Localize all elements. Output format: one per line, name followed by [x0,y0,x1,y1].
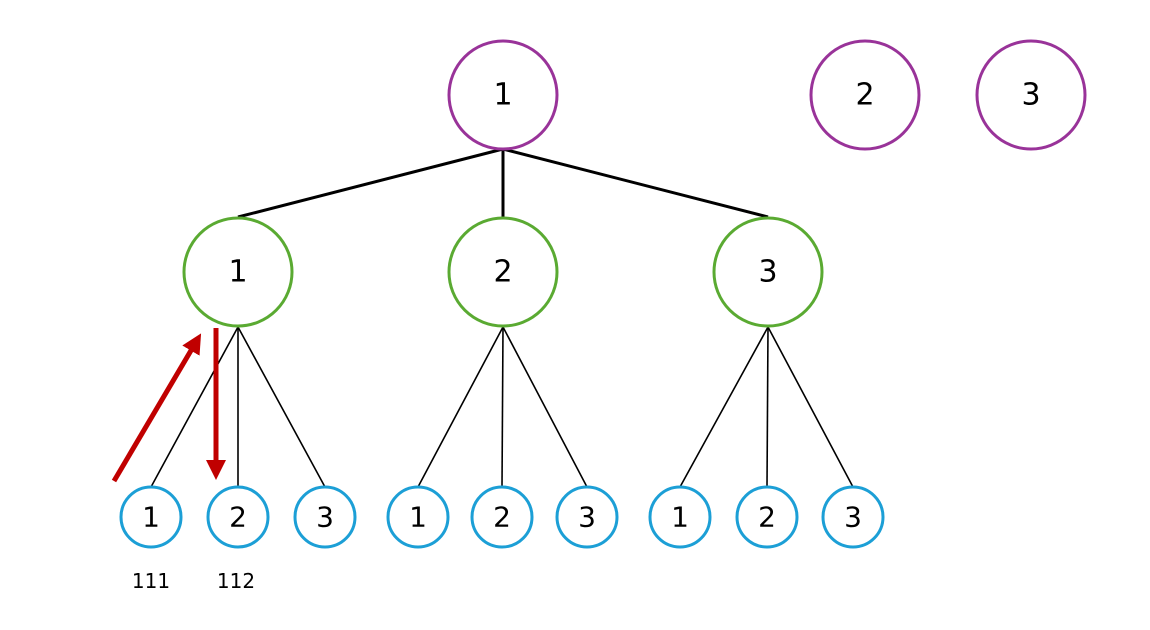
leaf-node-7-label: 1 [671,501,689,534]
mid-node-2: 2 [447,216,559,328]
leaf-node-3-label: 3 [316,501,334,534]
top-node-3-circle [975,39,1087,151]
leaf-node-3-circle [293,485,357,549]
leaf-node-1-label: 1 [142,501,160,534]
mid-node-1-circle [182,216,294,328]
leaf-node-5: 2 [470,485,534,549]
edge-mid2-leaf1 [417,326,504,488]
mid-node-2-circle [447,216,559,328]
leaf-node-2: 2 [206,485,270,549]
mid-level: 1 2 3 [182,216,824,328]
top-node-2-circle [809,39,921,151]
leaf-level: 1 2 3 1 2 3 1 2 [119,485,885,549]
leaf-node-7-circle [648,485,712,549]
leaf-node-9: 3 [821,485,885,549]
mid-node-1: 1 [182,216,294,328]
mid-node-3: 3 [712,216,824,328]
leaf-node-9-circle [821,485,885,549]
leaf-node-9-label: 3 [844,501,862,534]
top-node-2: 2 [809,39,921,151]
leaf-codes: 111 112 [132,569,255,593]
leaf-code-2: 112 [217,569,255,593]
leaf-node-8: 2 [735,485,799,549]
edge-mid1-leaf1 [150,326,239,488]
leaf-node-5-label: 2 [493,501,511,534]
edge-mid2-leaf3 [502,326,588,488]
arrow-up [111,333,202,483]
top-node-2-label: 2 [855,78,874,113]
mid-node-3-label: 3 [758,255,777,290]
edge-mid3-leaf3 [767,326,854,488]
top-node-1-label: 1 [493,78,512,113]
leaf-node-1-circle [119,485,183,549]
mid-node-3-circle [712,216,824,328]
leaf-code-1: 111 [132,569,170,593]
leaf-node-3: 3 [293,485,357,549]
mid-node-2-label: 2 [493,255,512,290]
edge-root-mid-3 [502,147,769,219]
leaf-node-4-circle [386,485,450,549]
edge-mid3-leaf2 [766,326,769,488]
leaf-node-1: 1 [119,485,183,549]
top-level: 1 2 3 [447,39,1087,151]
leaf-node-5-circle [470,485,534,549]
edge-mid2-leaf2 [501,326,504,488]
edge-mid3-leaf1 [679,326,769,488]
mid-edges [150,326,854,488]
leaf-node-8-circle [735,485,799,549]
leaf-node-6: 3 [555,485,619,549]
leaf-node-6-circle [555,485,619,549]
top-node-3-label: 3 [1021,78,1040,113]
edge-root-mid-1 [237,147,504,219]
edge-mid1-leaf3 [237,326,326,488]
leaf-node-4: 1 [386,485,450,549]
mid-node-1-label: 1 [228,255,247,290]
leaf-node-4-label: 1 [409,501,427,534]
leaf-node-6-label: 3 [578,501,596,534]
leaf-node-2-label: 2 [229,501,247,534]
leaf-node-2-circle [206,485,270,549]
root-edges [237,147,769,219]
top-node-3: 3 [975,39,1087,151]
traversal-arrows [111,328,226,483]
leaf-node-7: 1 [648,485,712,549]
top-node-1: 1 [447,39,559,151]
leaf-node-8-label: 2 [758,501,776,534]
top-node-1-circle [447,39,559,151]
